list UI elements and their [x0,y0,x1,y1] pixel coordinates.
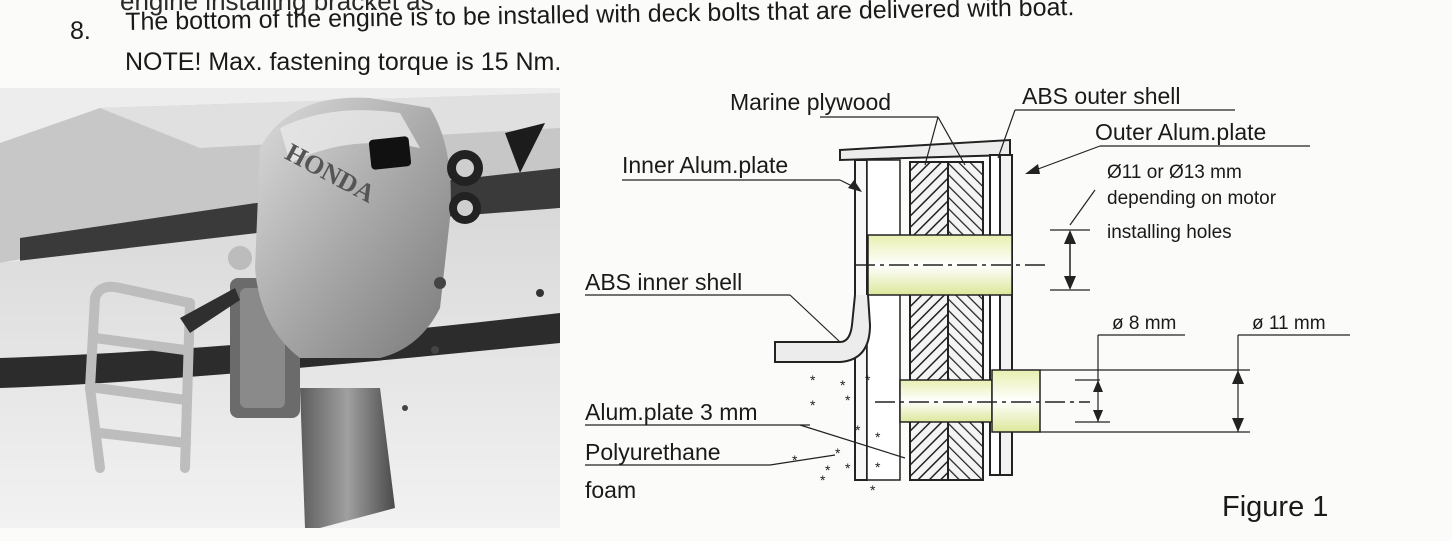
label-outer-alum-plate: Outer Alum.plate [1095,119,1266,145]
svg-text:*: * [810,372,816,388]
svg-text:*: * [825,462,831,478]
svg-text:*: * [845,392,851,408]
cross-section-diagram: *** ** *** *** *** Marine plywood ABS ou… [570,80,1440,540]
list-item-number: 8. [70,17,91,45]
previous-line-fragment: engine installing bracket as [120,0,434,16]
label-foam: foam [585,477,636,503]
figure-caption: Figure 1 [1222,491,1328,523]
svg-text:*: * [810,397,816,413]
label-hole-size-3: installing holes [1107,222,1232,243]
svg-text:*: * [835,445,841,461]
svg-text:*: * [865,372,871,388]
svg-text:*: * [820,472,826,488]
svg-text:*: * [845,460,851,476]
svg-text:*: * [870,482,876,498]
svg-text:*: * [792,452,798,468]
label-abs-outer-shell: ABS outer shell [1022,83,1181,109]
label-dia-8: ø 8 mm [1112,313,1176,334]
label-inner-alum-plate: Inner Alum.plate [622,152,788,178]
svg-text:*: * [875,459,881,475]
label-hole-size-2: depending on motor [1107,188,1277,209]
label-abs-inner-shell: ABS inner shell [585,269,742,295]
torque-note: NOTE! Max. fastening torque is 15 Nm. [125,48,562,76]
instruction-text: The bottom of the engine is to be instal… [125,0,1075,36]
label-dia-11: ø 11 mm [1252,313,1326,334]
svg-text:*: * [840,377,846,393]
svg-text:*: * [875,429,881,445]
label-polyurethane: Polyurethane [585,439,721,465]
label-alum-plate-3mm: Alum.plate 3 mm [585,399,758,425]
engine-photo: HONDA [0,88,560,528]
label-marine-plywood: Marine plywood [730,89,891,115]
label-hole-size-1: Ø11 or Ø13 mm [1107,162,1242,183]
svg-text:*: * [855,422,861,438]
